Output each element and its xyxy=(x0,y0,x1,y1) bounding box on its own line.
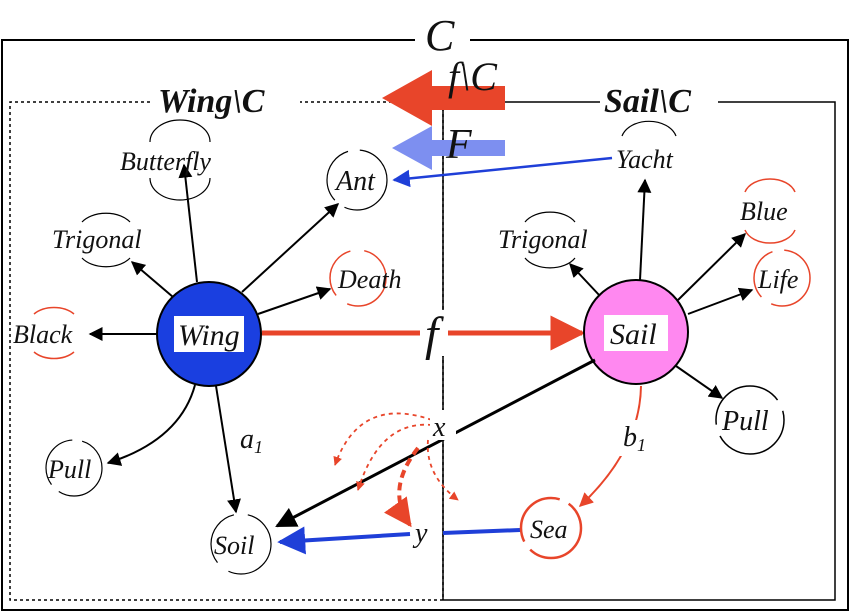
node-ant: Ant xyxy=(334,166,376,197)
trigonal-left-ring xyxy=(81,212,131,223)
soil-ring xyxy=(210,513,272,575)
black-ring xyxy=(33,306,75,315)
y-to-soil-arrow xyxy=(277,526,411,555)
wing-to-death-arrow xyxy=(257,286,332,315)
restriction-arrow xyxy=(382,70,505,126)
ant-ring xyxy=(326,149,388,211)
yacht-ring xyxy=(621,120,677,137)
point-x: x xyxy=(432,412,446,443)
sea-ring xyxy=(519,496,583,560)
edge-label-b1: b1 xyxy=(623,422,646,455)
node-yacht: Yacht xyxy=(616,145,674,174)
wing-to-soil-arrow xyxy=(215,385,241,514)
wing-to-trigonal-arrow xyxy=(130,261,174,298)
dashed-arc-main xyxy=(383,446,420,528)
node-pull-left: Pull xyxy=(47,455,91,484)
death-ring xyxy=(329,249,387,307)
node-pull-right: Pull xyxy=(721,406,769,437)
blue-ring xyxy=(744,178,796,193)
node-life: Life xyxy=(757,265,798,294)
dashed-arc-3 xyxy=(426,439,459,501)
dashed-arc-2 xyxy=(356,423,433,491)
node-butterfly: Butterfly xyxy=(120,147,211,176)
node-sea: Sea xyxy=(530,515,568,544)
restriction-label: f\C xyxy=(448,54,498,99)
point-y: y xyxy=(412,518,428,549)
wing-to-ant-arrow xyxy=(241,203,340,293)
node-trigonal-right: Trigonal xyxy=(498,225,588,254)
sail-to-blue-arrow xyxy=(677,233,746,301)
sail-region-label: Sail\C xyxy=(604,83,691,120)
edge-label-a1: a1 xyxy=(240,424,263,457)
yacht-to-ant-arrow xyxy=(392,156,613,188)
sail-to-soil-arrow xyxy=(275,358,596,528)
pull-left-ring xyxy=(45,439,103,497)
node-death: Death xyxy=(337,265,402,294)
sea-to-y-line xyxy=(442,528,521,535)
functor-arrow xyxy=(392,126,505,170)
sail-to-yacht-arrow xyxy=(637,178,652,281)
category-c-title: C xyxy=(425,11,455,60)
node-blue: Blue xyxy=(740,197,788,226)
sail-to-trigonal-arrow xyxy=(569,262,601,297)
wing-to-butterfly-arrow xyxy=(178,163,198,283)
sail-to-pull-arrow xyxy=(675,365,724,399)
dashed-arc-1 xyxy=(333,412,433,466)
butterfly-ring xyxy=(149,119,211,143)
trigonal-right-ring xyxy=(524,211,576,223)
wing-to-pull-arrow xyxy=(106,384,196,466)
node-trigonal-left: Trigonal xyxy=(52,225,142,254)
sail-node-label: Sail xyxy=(610,318,657,351)
node-black: Black xyxy=(13,320,73,349)
category-c-frame xyxy=(1,39,849,611)
pull-right-ring xyxy=(715,385,785,455)
wing-region-label: Wing\C xyxy=(158,83,265,120)
functor-label: F xyxy=(445,122,472,168)
life-ring xyxy=(753,249,811,307)
node-soil: Soil xyxy=(214,531,254,560)
sail-to-life-arrow xyxy=(687,287,754,315)
wing-node-label: Wing xyxy=(178,319,240,352)
